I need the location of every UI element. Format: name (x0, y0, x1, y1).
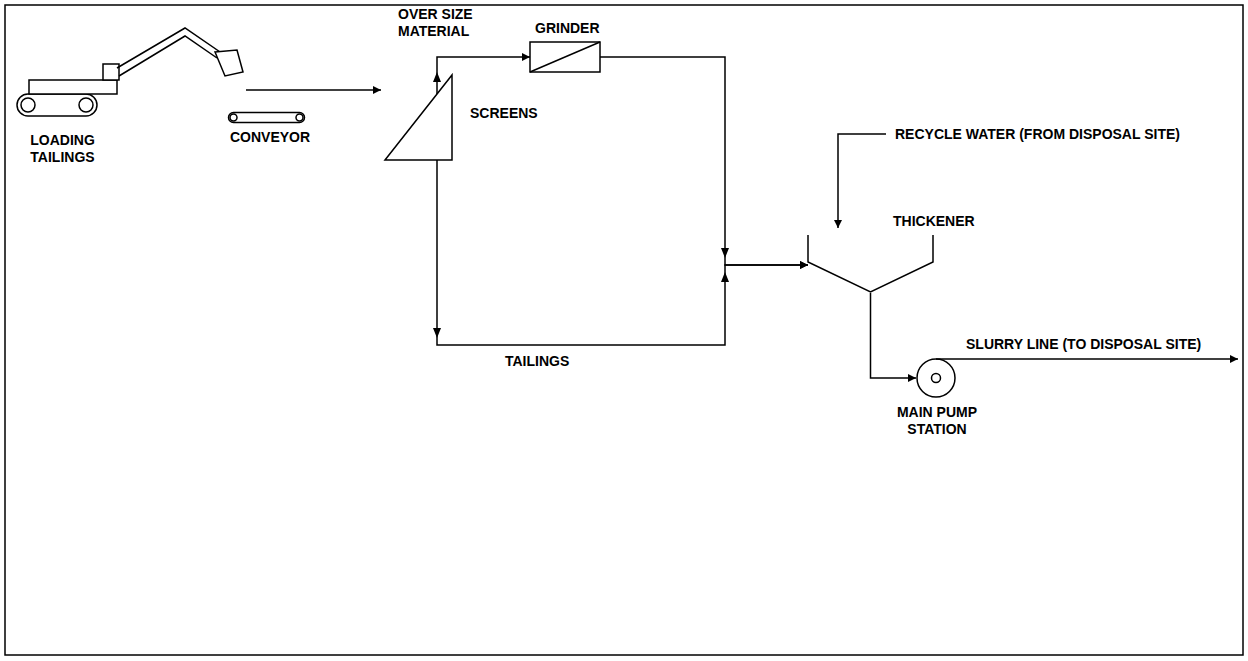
stream-label: SLURRY LINE (TO DISPOSAL SITE) (966, 336, 1201, 353)
excavator-body (29, 80, 117, 94)
flow-connector (871, 293, 917, 378)
node-shape (15, 28, 250, 120)
grinder-diagonal (530, 42, 600, 72)
stream-label: RECYCLE WATER (FROM DISPOSAL SITE) (895, 126, 1180, 143)
flow-label: TAILINGS (505, 353, 569, 370)
node-shape (228, 112, 305, 123)
conveyor-symbol: CONVEYOR (228, 112, 305, 123)
pump-symbol: MAIN PUMP STATION (916, 358, 962, 398)
excavator-cab (103, 64, 119, 80)
track-wheel (79, 98, 93, 112)
excavator-track (17, 94, 97, 116)
grinder-box: GRINDER (530, 42, 600, 72)
node-shape (916, 358, 962, 398)
excavator-bucket (215, 50, 243, 76)
node-shape (808, 235, 933, 293)
thickener-tank: THICKENER (808, 235, 933, 293)
flow-connector (600, 57, 808, 265)
thickener-outline (808, 235, 933, 292)
conveyor-roller (230, 114, 237, 121)
screens-symbol: SCREENS (385, 75, 452, 160)
excavator-boom (117, 28, 223, 68)
flow-connector (437, 160, 808, 345)
node-label: CONVEYOR (230, 129, 310, 146)
conveyor-roller (296, 114, 303, 121)
recycle-water-line (838, 134, 886, 228)
node-label: SCREENS (470, 105, 538, 122)
grinder-outline (530, 42, 600, 72)
flow-label: OVER SIZE MATERIAL (398, 6, 493, 40)
pump-impeller (932, 374, 941, 383)
excavator-boom (119, 36, 217, 76)
pump-outlet (936, 358, 962, 360)
flow-connector (246, 89, 381, 91)
slurry-line (962, 358, 1238, 360)
node-shape (385, 75, 452, 160)
node-label: MAIN PUMP STATION (892, 404, 982, 438)
node-label: THICKENER (893, 213, 975, 230)
conveyor-belt (229, 113, 305, 123)
track-wheel (21, 98, 35, 112)
node-shape (530, 42, 600, 72)
pump-casing (917, 359, 955, 397)
excavator-figure: LOADING TAILINGS (15, 28, 250, 120)
screens-triangle (385, 75, 452, 160)
node-label: LOADING TAILINGS (15, 132, 110, 166)
node-label: GRINDER (535, 20, 600, 37)
frame-border (5, 5, 1243, 655)
